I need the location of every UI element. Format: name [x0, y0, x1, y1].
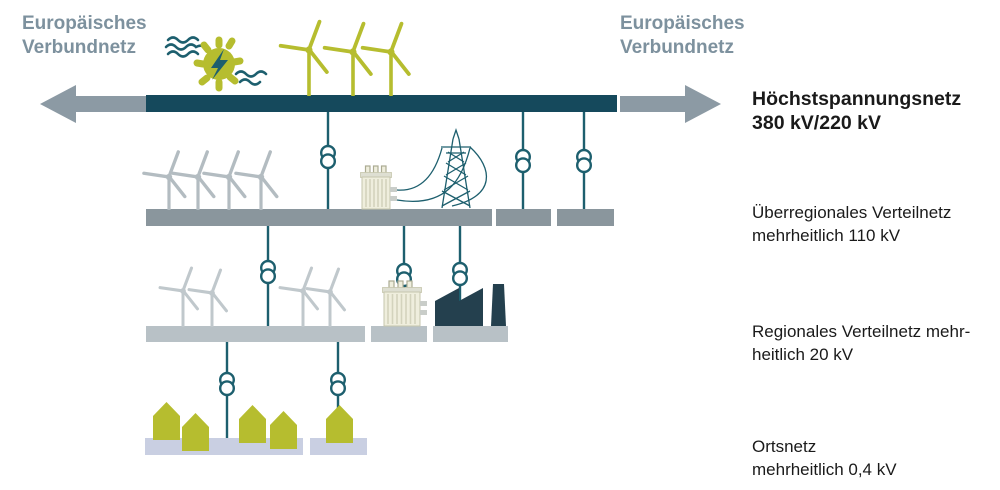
house-icon [153, 402, 180, 440]
label-line: Höchstspannungsnetz [752, 88, 962, 110]
house-icon [182, 413, 209, 451]
arrow-right-icon [620, 85, 721, 123]
european-grid-label-right: Europäisches Verbundnetz [620, 12, 745, 60]
label-line: heitlich 20 kV [752, 345, 854, 364]
wind-farm-level3 [158, 266, 346, 327]
level3-regional-label: Regionales Verteilnetz mehr- heitlich 20… [752, 320, 970, 366]
factory-icon [435, 284, 506, 326]
house-icon [270, 411, 297, 449]
wind-farm-level2 [142, 150, 279, 210]
arrow-left-icon [40, 85, 146, 123]
wind-farm-high-voltage [278, 19, 411, 96]
wind-turbine-icon [158, 266, 199, 311]
transformer-icon [515, 148, 531, 174]
substation-icon [360, 165, 397, 210]
label-line: Regionales Verteilnetz mehr- [752, 322, 971, 341]
label-line: Europäisches [22, 13, 147, 34]
label-line: Europäisches [620, 13, 745, 34]
level4-local-grid-label: Ortsnetz mehrheitlich 0,4 kV [752, 435, 897, 481]
power-pylon-icon [396, 127, 488, 209]
european-grid-label-left: Europäisches Verbundnetz [22, 12, 147, 60]
level2-supra-regional-label: Überregionales Verteilnetz mehrheitlich … [752, 201, 951, 247]
transformer-icon [330, 371, 346, 397]
label-line: Verbundnetz [22, 37, 137, 58]
supra-regional-grid-bar [146, 209, 614, 226]
transformer-icon [260, 259, 276, 285]
house-icon [239, 405, 266, 443]
wind-turbine-icon [360, 21, 411, 76]
label-line: 380 kV/220 kV [752, 112, 882, 134]
wind-turbine-icon [278, 19, 329, 74]
transformer-icon [320, 144, 336, 170]
level1-highest-voltage-label: Höchstspannungsnetz 380 kV/220 kV [752, 87, 961, 135]
highest-voltage-grid-bar [146, 95, 617, 112]
label-line: Überregionales Verteilnetz [752, 203, 952, 222]
house-icon [326, 405, 353, 443]
transformer-icon [452, 261, 468, 287]
hydro-power-icon [164, 36, 268, 92]
label-line: mehrheitlich 0,4 kV [752, 460, 897, 479]
substation-icon [382, 280, 427, 327]
wind-turbine-icon [234, 150, 279, 199]
transformer-icon [576, 148, 592, 174]
transformer-icons [218, 144, 592, 397]
transformer-icon [218, 371, 236, 397]
houses-group [153, 402, 353, 451]
label-line: Verbundnetz [620, 37, 735, 58]
label-line: Ortsnetz [752, 437, 817, 456]
regional-grid-bar [146, 326, 508, 342]
label-line: mehrheitlich 110 kV [752, 226, 901, 245]
